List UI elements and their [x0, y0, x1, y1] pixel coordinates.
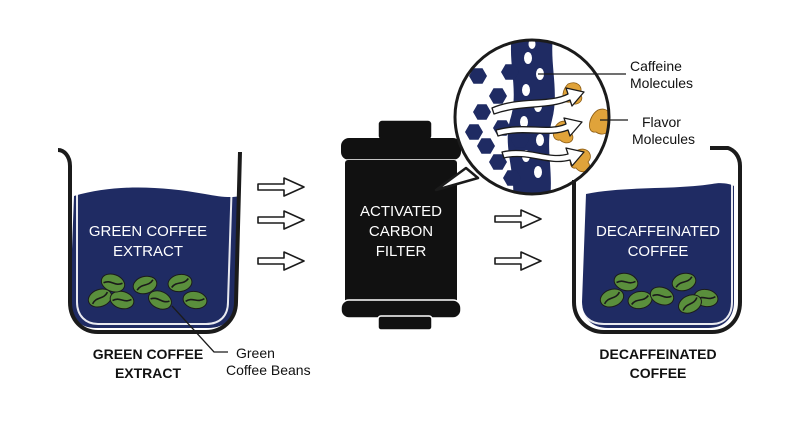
arrow-icon [257, 177, 305, 197]
beans-callout-line [171, 305, 228, 353]
left-beaker-label-line2: EXTRACT [113, 243, 183, 260]
right-caption-line1: DECAFFEINATED [599, 346, 717, 362]
left-beaker-glass [57, 148, 242, 334]
beans-callout-line2: Coffee Beans [226, 362, 311, 378]
arrow-icon [494, 209, 542, 229]
right-arrows [494, 209, 542, 271]
filter-label-line1: ACTIVATED [360, 203, 442, 220]
arrow-icon [257, 210, 305, 230]
arrow-icon [501, 147, 585, 167]
left-arrows [257, 177, 305, 271]
carbon-filter: ACTIVATED CARBON FILTER [340, 119, 462, 331]
zoom-bubble [434, 38, 628, 196]
right-beaker-label-line1: DECAFFEINATED [596, 223, 720, 240]
arrow-icon [494, 251, 542, 271]
right-beaker-glass [572, 146, 742, 334]
left-caption-line1: GREEN COFFEE [92, 346, 204, 362]
left-caption-line2: EXTRACT [114, 365, 182, 381]
caffeine-callout: Caffeine Molecules [630, 58, 740, 92]
caffeine-callout-line2: Molecules [630, 75, 694, 91]
beans-callout: Green Coffee Beans [226, 345, 326, 379]
left-beaker-caption: GREEN COFFEE EXTRACT [58, 345, 238, 383]
filter-label-line3: FILTER [376, 243, 427, 260]
membrane-pores [520, 40, 544, 178]
right-caption-line2: COFFEE [629, 365, 687, 381]
arrow-icon [495, 117, 583, 137]
right-beaker-label-line2: COFFEE [628, 243, 689, 260]
left-beaker: GREEN COFFEE EXTRACT [57, 148, 242, 353]
filter-label-line2: CARBON [369, 223, 433, 240]
flavor-callout: Flavor Molecules [632, 114, 742, 148]
arrow-icon [491, 87, 585, 115]
flow-arrows [491, 87, 585, 167]
caffeine-callout-line1: Caffeine [630, 58, 682, 74]
right-beaker-caption: DECAFFEINATED COFFEE [568, 345, 748, 383]
beans-callout-line1: Green [236, 345, 275, 361]
left-beaker-label-line1: GREEN COFFEE [89, 223, 207, 240]
flavor-callout-line1: Flavor [642, 114, 681, 130]
right-beaker: DECAFFEINATED COFFEE [572, 146, 742, 334]
flavor-callout-line2: Molecules [632, 131, 696, 147]
arrow-icon [257, 251, 305, 271]
